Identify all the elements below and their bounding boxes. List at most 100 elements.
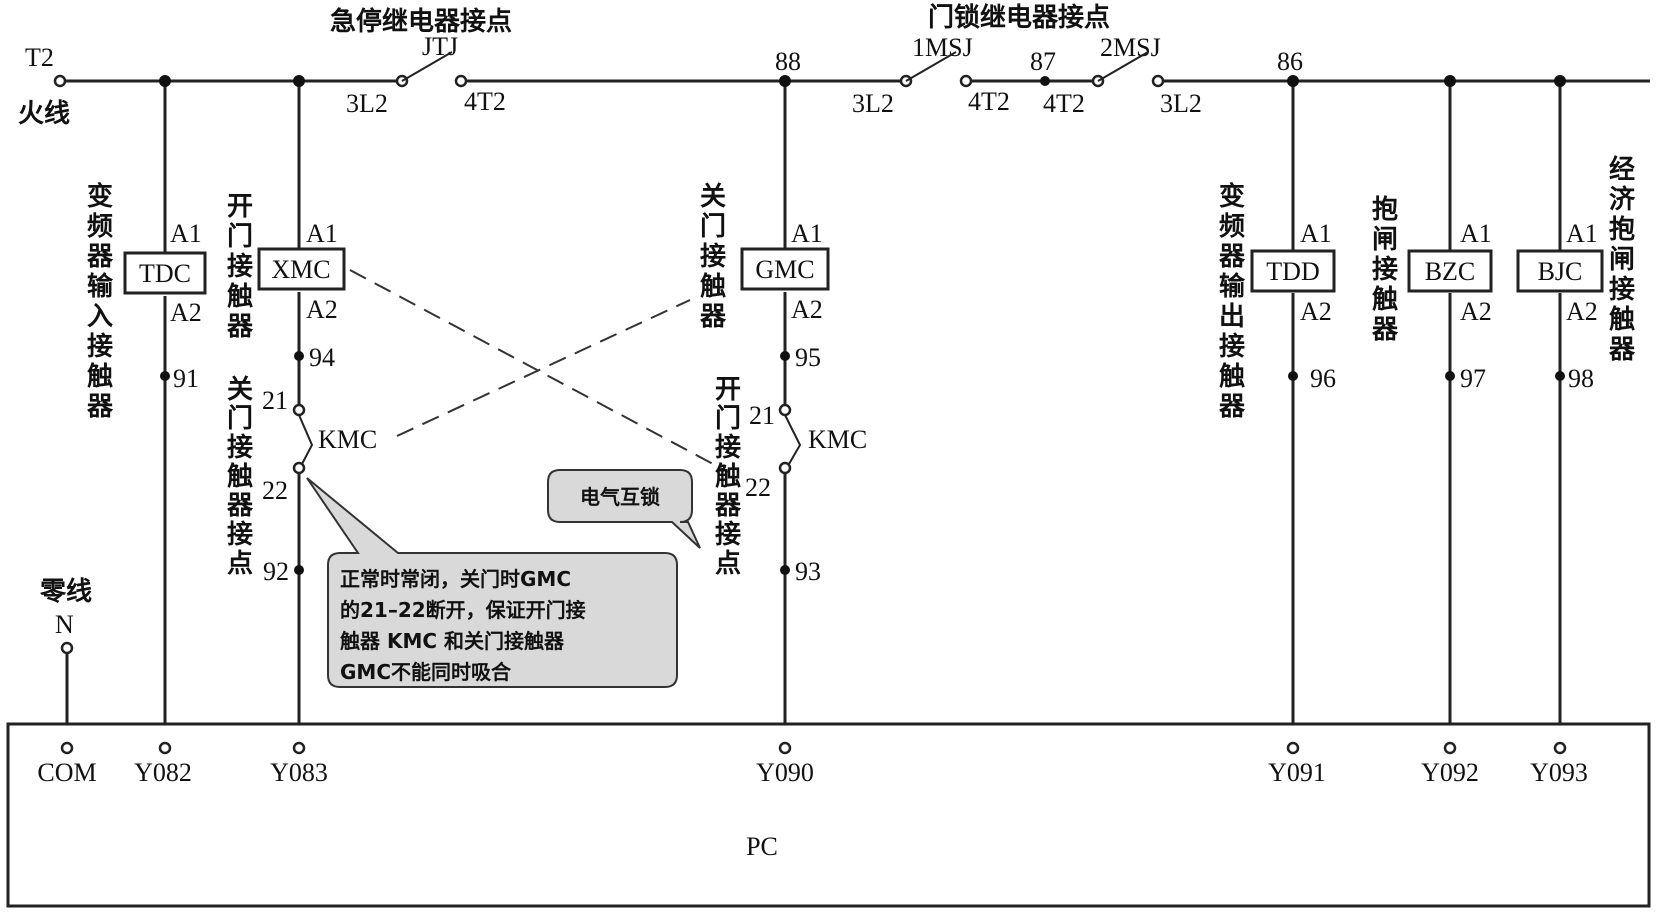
interlock-callout-text: 电气互锁 <box>580 485 660 509</box>
gmc-a1-label: A1 <box>791 219 823 248</box>
door-lock-relay-2-label: 2MSJ <box>1100 33 1161 62</box>
coil-gmc <box>740 247 830 291</box>
coil-bjc-label: BJC <box>1538 257 1583 286</box>
live-line-label: 火线 <box>18 99 70 129</box>
xmc-branch-21-label: 21 <box>262 386 288 415</box>
node-86-label: 86 <box>1277 47 1303 76</box>
kmc-contact-gmc-branch <box>778 403 802 475</box>
bzc-description: 抱闸接触器 <box>1371 195 1399 345</box>
wire-93-dot <box>780 565 790 575</box>
pc-y093-label: Y093 <box>1530 758 1588 787</box>
tdc-a2-label: A2 <box>170 298 202 327</box>
coil-bzc-label: BZC <box>1425 257 1476 286</box>
wire-92-dot <box>294 565 304 575</box>
coil-bzc <box>1407 249 1493 293</box>
door-lock-relay-1-label: 1MSJ <box>912 33 973 62</box>
live-terminal <box>53 74 67 88</box>
coil-tdd <box>1250 249 1336 293</box>
explanation-line-4: GMC不能同时吸合 <box>340 660 512 684</box>
pc-y092-label: Y092 <box>1421 758 1479 787</box>
pc-y082-label: Y082 <box>134 758 192 787</box>
coil-tdd-label: TDD <box>1266 257 1319 286</box>
door-lock-contact-1 <box>899 51 973 88</box>
gmc-branch-kmc-label: KMC <box>808 425 867 454</box>
node-87-label: 87 <box>1030 47 1056 76</box>
neutral-terminal <box>60 641 74 655</box>
explanation-line-1: 正常时常闭，关门时GMC <box>340 567 571 591</box>
estop-contact-term-left: 3L2 <box>346 89 388 118</box>
gmc-branch-21-label: 21 <box>749 401 775 430</box>
xmc-branch-22-label: 22 <box>262 476 288 505</box>
pc-controller <box>6 722 1651 908</box>
xmc-a1-label: A1 <box>306 219 338 248</box>
estop-contact-term-right: 4T2 <box>464 87 506 116</box>
xmc-description: 开门接触器 <box>226 192 254 342</box>
bzc-a2-label: A2 <box>1460 297 1492 326</box>
wire-97-label: 97 <box>1460 364 1486 393</box>
xmc-branch-kmc-label: KMC <box>318 425 377 454</box>
linkage-gmc-to-xmc-contact <box>396 299 691 437</box>
tdc-description: 变频器输入接触器 <box>86 181 114 422</box>
tdc-a1-label: A1 <box>170 219 202 248</box>
node-87-junction <box>1040 76 1050 86</box>
estop-contact-title: 急停继电器接点 <box>330 6 512 37</box>
neutral-line-label: 零线 <box>40 577 92 607</box>
gmc-branch-contact-description: 开门接触器接点 <box>714 375 742 579</box>
pc-com-label: COM <box>37 758 96 787</box>
wire-98-dot <box>1555 371 1565 381</box>
bjc-a2-label: A2 <box>1566 297 1598 326</box>
gmc-a2-label: A2 <box>791 295 823 324</box>
wire-98-label: 98 <box>1568 364 1594 393</box>
door-lock-contact-title: 门锁继电器接点 <box>928 2 1110 33</box>
pc-label: PC <box>746 832 778 861</box>
xmc-a2-label: A2 <box>306 295 338 324</box>
pc-terminals <box>60 741 1567 755</box>
door-lock-1-term-right: 4T2 <box>968 87 1010 116</box>
branch-wires <box>65 81 1562 740</box>
pc-y091-label: Y091 <box>1268 758 1326 787</box>
wire-95-dot <box>780 351 790 361</box>
bjc-description: 经济抱闸接触器 <box>1608 154 1636 365</box>
neutral-terminal-label: N <box>55 610 74 639</box>
estop-relay-label: JTJ <box>422 32 458 61</box>
estop-relay-contact <box>395 51 468 88</box>
explanation-callout <box>306 477 678 688</box>
coil-xmc-label: XMC <box>271 255 330 284</box>
pc-y090-label: Y090 <box>756 758 814 787</box>
door-lock-1-term-left: 3L2 <box>852 89 894 118</box>
door-lock-2-term-left: 4T2 <box>1043 89 1085 118</box>
wire-94-dot <box>294 351 304 361</box>
tdd-a2-label: A2 <box>1300 297 1332 326</box>
explanation-line-2: 的21–22断开，保证开门接 <box>340 598 586 622</box>
door-lock-contact-2 <box>1091 51 1165 88</box>
coil-gmc-label: GMC <box>755 255 814 284</box>
gmc-description: 关门接触器 <box>699 182 727 332</box>
linkage-xmc-to-gmc-contact <box>349 269 729 473</box>
kmc-contact-xmc-branch <box>292 403 314 475</box>
tdd-description: 变频器输出接触器 <box>1218 181 1246 422</box>
pc-y083-label: Y083 <box>270 758 328 787</box>
wire-91-label: 91 <box>173 364 199 393</box>
gmc-branch-22-label: 22 <box>745 473 771 502</box>
explanation-line-3: 触器 KMC 和关门接触器 <box>340 629 565 653</box>
wire-93-label: 93 <box>795 557 821 586</box>
wire-92-label: 92 <box>263 557 289 586</box>
interlock-callout <box>547 469 701 549</box>
bus-junctions <box>159 75 1566 87</box>
xmc-branch-contact-description: 关门接触器接点 <box>226 375 254 579</box>
coil-bjc <box>1516 249 1604 293</box>
coil-xmc <box>257 247 346 291</box>
vertical-descriptions: 变频器输入接触器 开门接触器 关门接触器 变频器输出接触器 抱闸接触器 经济抱闸接触器关门… <box>86 154 1636 579</box>
node-88-label: 88 <box>775 47 801 76</box>
wire-97-dot <box>1445 371 1455 381</box>
coil-tdc-label: TDC <box>139 259 191 288</box>
wire-96-dot <box>1288 371 1298 381</box>
door-lock-2-term-right: 3L2 <box>1160 89 1202 118</box>
wire-94-label: 94 <box>309 343 335 372</box>
bzc-a1-label: A1 <box>1460 219 1492 248</box>
wire-96-label: 96 <box>1310 364 1336 393</box>
live-terminal-label: T2 <box>25 43 54 72</box>
wire-95-label: 95 <box>795 343 821 372</box>
wire-91-dot <box>160 371 170 381</box>
